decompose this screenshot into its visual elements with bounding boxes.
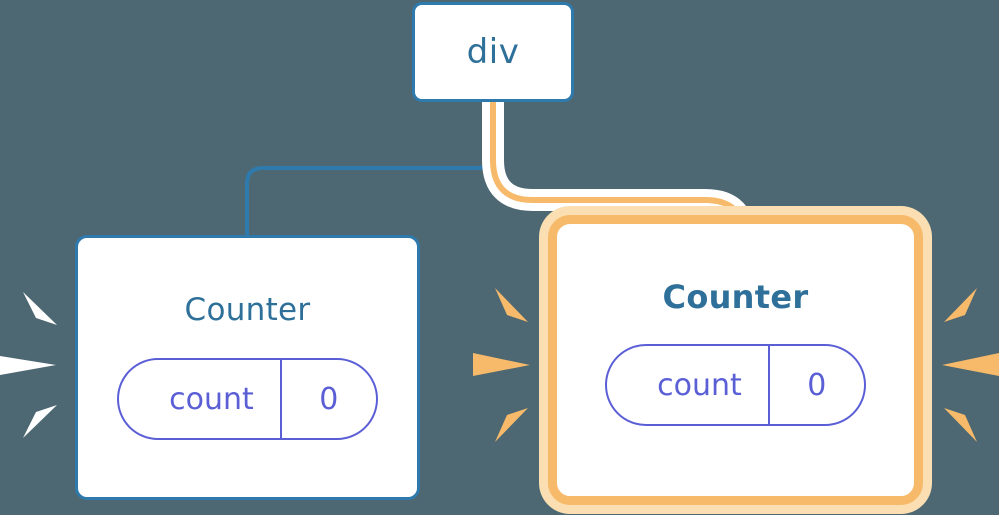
state-pill-right[interactable]: count 0 [605,344,866,426]
sparkles-left-of-left-box [0,292,57,438]
state-pill-left[interactable]: count 0 [117,358,378,440]
sparkle-ray-lower [944,408,977,442]
state-name-label: count [169,381,254,417]
node-counter-left[interactable]: Counter count 0 [75,235,420,500]
sparkle-ray-lower [23,405,57,438]
sparkle-ray-middle [0,356,56,375]
node-div-label: div [466,32,520,72]
connector-div-to-left-counter [245,98,495,240]
sparkles-right-of-left-box [473,288,530,442]
sparkle-ray-upper [23,292,57,325]
sparkle-ray-middle [942,353,999,376]
state-pill-right-wrapper: count 0 [605,344,866,426]
node-div[interactable]: div [412,2,574,102]
sparkles-right-of-right-box [942,288,999,442]
sparkle-ray-upper [495,288,528,322]
sparkle-ray-lower [495,408,528,442]
sparkle-ray-middle [473,353,530,376]
state-value-label: 0 [279,360,376,438]
state-pill-left-wrapper: count 0 [117,358,378,440]
node-counter-right[interactable]: Counter count 0 [548,215,923,505]
state-value-label: 0 [767,346,864,424]
node-counter-right-title: Counter [662,278,809,316]
sparkle-ray-upper [944,288,977,322]
node-counter-left-title: Counter [184,292,311,328]
node-counter-right-surface: Counter count 0 [561,228,910,492]
state-name-label: count [657,367,742,403]
